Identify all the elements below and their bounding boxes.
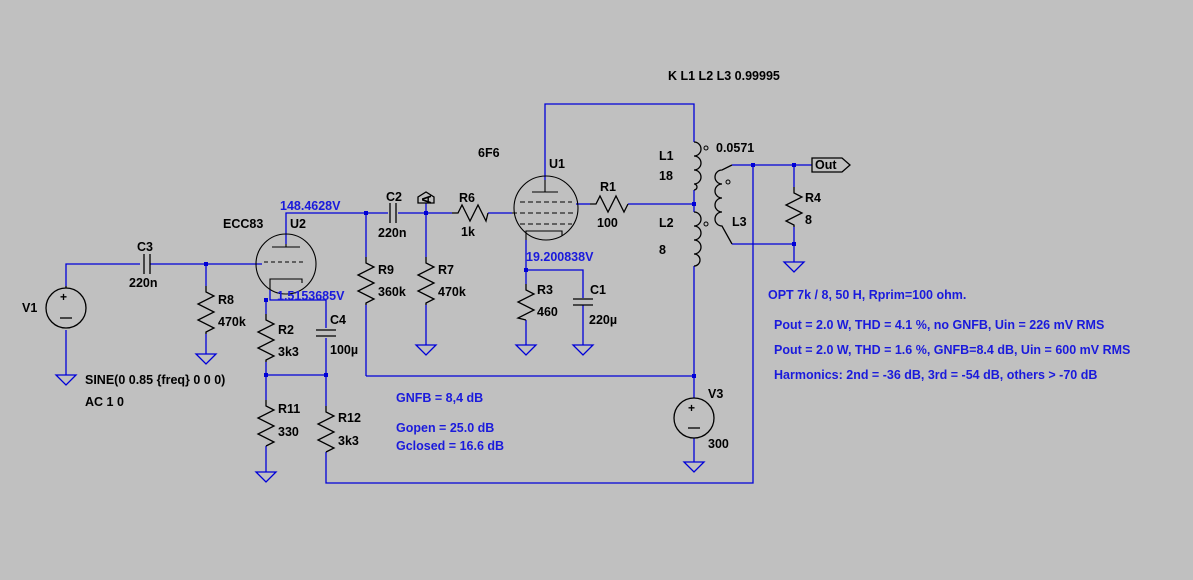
- c2-capacitor-symbol: [389, 203, 397, 223]
- r11-resistor-symbol: [256, 400, 276, 447]
- c4-value-label: 100µ: [330, 343, 358, 357]
- gnfb-note: GNFB = 8,4 dB: [396, 391, 483, 405]
- r6-resistor-symbol: [452, 203, 489, 223]
- u2-triode-symbol: [255, 233, 317, 295]
- out-port-label: Out: [815, 158, 837, 172]
- l2-ref-label: L2: [659, 216, 674, 230]
- v1-source-symbol: +: [45, 286, 87, 329]
- v1-ac-label: AC 1 0: [85, 395, 124, 409]
- svg-text:+: +: [688, 401, 695, 415]
- r7-ref-label: R7: [438, 263, 454, 277]
- r11-value-label: 330: [278, 425, 299, 439]
- u2-ref-label: U2: [290, 217, 306, 231]
- l3-value-label: 0.0571: [716, 141, 754, 155]
- coupling-directive: K L1 L2 L3 0.99995: [668, 69, 780, 83]
- r9-ref-label: R9: [378, 263, 394, 277]
- c1-capacitor-symbol: [573, 298, 593, 306]
- r9-value-label: 360k: [378, 285, 406, 299]
- pout1-note: Pout = 2.0 W, THD = 4.1 %, no GNFB, Uin …: [774, 318, 1104, 332]
- ground-symbols: [54, 261, 806, 483]
- r1-resistor-symbol: [590, 194, 629, 214]
- l3-ref-label: L3: [732, 215, 747, 229]
- r12-value-label: 3k3: [338, 434, 359, 448]
- c3-value-label: 220n: [129, 276, 158, 290]
- v3-value-label: 300: [708, 437, 729, 451]
- u1-cathode-voltage: 19.200838V: [526, 250, 594, 264]
- r12-ref-label: R12: [338, 411, 361, 425]
- probe-a-flag: [417, 191, 435, 204]
- c1-value-label: 220µ: [589, 313, 617, 327]
- v1-signal-label: SINE(0 0.85 {freq} 0 0 0): [85, 373, 225, 387]
- l1-inductor-symbol: [693, 141, 709, 191]
- v1-ref-label: V1: [22, 301, 37, 315]
- r1-value-label: 100: [597, 216, 618, 230]
- r1-ref-label: R1: [600, 180, 616, 194]
- r3-value-label: 460: [537, 305, 558, 319]
- l2-inductor-symbol: [693, 211, 709, 267]
- u1-model-label: 6F6: [478, 146, 500, 160]
- l1-value-label: 18: [659, 169, 673, 183]
- r6-value-label: 1k: [461, 225, 475, 239]
- l2-value-label: 8: [659, 243, 666, 257]
- r7-value-label: 470k: [438, 285, 466, 299]
- v3-source-symbol: +: [673, 397, 715, 439]
- r12-resistor-symbol: [316, 406, 336, 453]
- c3-ref-label: C3: [137, 240, 153, 254]
- svg-text:+: +: [60, 290, 67, 304]
- v3-ref-label: V3: [708, 387, 723, 401]
- r2-value-label: 3k3: [278, 345, 299, 359]
- harmonics-note: Harmonics: 2nd = -36 dB, 3rd = -54 dB, o…: [774, 368, 1097, 382]
- u1-pentode-symbol: [512, 175, 579, 241]
- u1-ref-label: U1: [549, 157, 565, 171]
- gopen-note: Gopen = 25.0 dB: [396, 421, 494, 435]
- r8-resistor-symbol: [196, 286, 216, 334]
- c1-ref-label: C1: [590, 283, 606, 297]
- r8-ref-label: R8: [218, 293, 234, 307]
- c2-value-label: 220n: [378, 226, 407, 240]
- l1-ref-label: L1: [659, 149, 674, 163]
- r11-ref-label: R11: [278, 402, 300, 416]
- c4-capacitor-symbol: [316, 329, 336, 337]
- r2-resistor-symbol: [256, 314, 276, 362]
- r7-resistor-symbol: [416, 257, 436, 305]
- u2-cathode-voltage: 1.5153685V: [277, 289, 345, 303]
- gclosed-note: Gclosed = 16.6 dB: [396, 439, 504, 453]
- r4-resistor-symbol: [784, 187, 804, 227]
- r3-resistor-symbol: [516, 284, 536, 321]
- u2-model-label: ECC83: [223, 217, 263, 231]
- pout2-note: Pout = 2.0 W, THD = 1.6 %, GNFB=8.4 dB, …: [774, 343, 1130, 357]
- r9-resistor-symbol: [356, 257, 376, 305]
- c3-capacitor-symbol: [143, 254, 151, 274]
- r4-ref-label: R4: [805, 191, 821, 205]
- probe-a-label: A: [420, 195, 434, 204]
- u2-anode-voltage: 148.4628V: [280, 199, 341, 213]
- r3-ref-label: R3: [537, 283, 553, 297]
- c2-ref-label: C2: [386, 190, 402, 204]
- opt-note: OPT 7k / 8, 50 H, Rprim=100 ohm.: [768, 288, 966, 302]
- out-port-flag: [811, 157, 851, 173]
- r4-value-label: 8: [805, 213, 812, 227]
- l3-inductor-symbol: [714, 164, 733, 245]
- r2-ref-label: R2: [278, 323, 294, 337]
- r6-ref-label: R6: [459, 191, 475, 205]
- r8-value-label: 470k: [218, 315, 246, 329]
- c4-ref-label: C4: [330, 313, 346, 327]
